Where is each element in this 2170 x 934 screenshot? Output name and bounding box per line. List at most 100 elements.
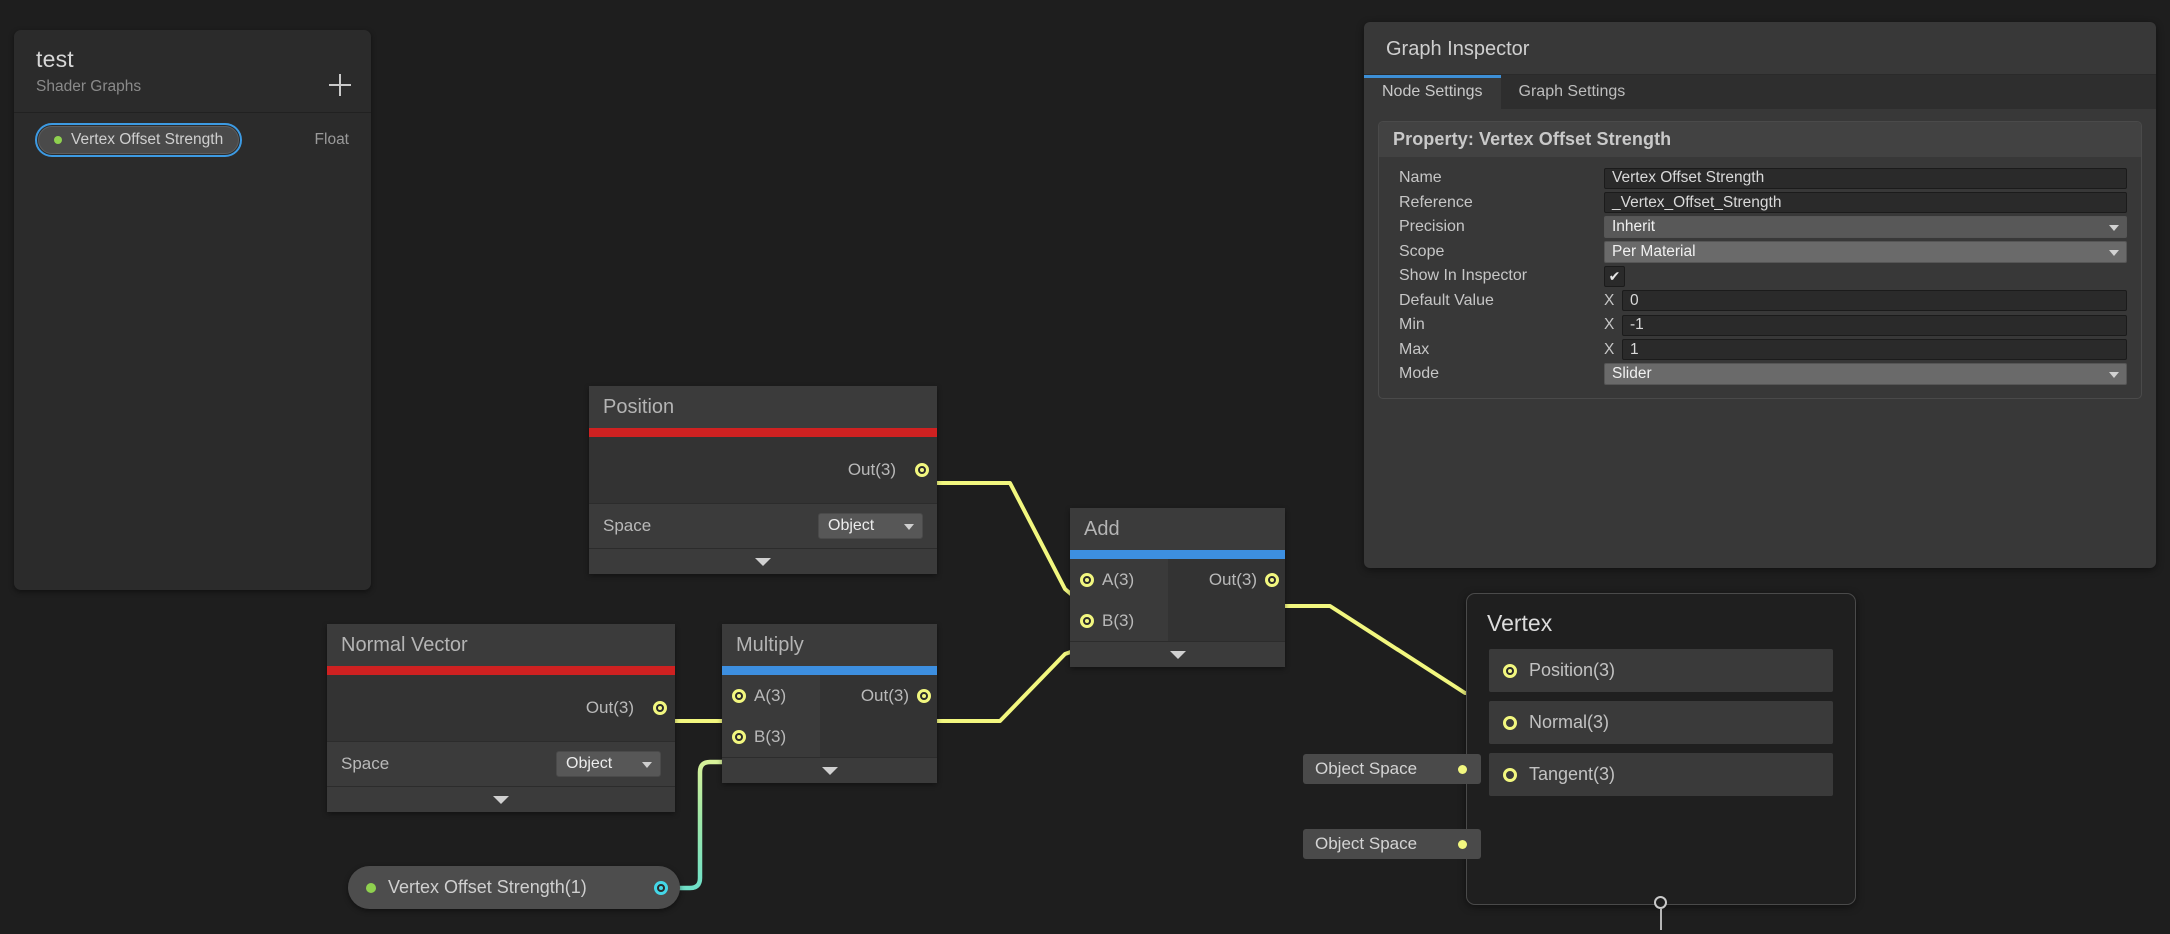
show-in-inspector-checkbox[interactable]: ✔ bbox=[1604, 265, 1625, 287]
node-position-out-port[interactable] bbox=[915, 463, 929, 477]
field-precision-dropdown[interactable]: Inherit bbox=[1604, 216, 2127, 239]
node-vertex[interactable]: Vertex Position(3) Normal(3) Tangent(3) bbox=[1466, 593, 1856, 930]
node-position-output-row: Out(3) bbox=[589, 437, 937, 503]
field-reference-label: Reference bbox=[1399, 193, 1473, 211]
node-add-title: Add bbox=[1070, 508, 1285, 550]
field-default-value: Default Value X 0 bbox=[1379, 289, 2141, 314]
field-scope-label: Scope bbox=[1399, 242, 1445, 260]
node-multiply-out-port[interactable] bbox=[917, 688, 931, 703]
tab-node-settings[interactable]: Node Settings bbox=[1364, 75, 1501, 109]
blackboard-property-pill[interactable]: Vertex Offset Strength bbox=[34, 123, 243, 157]
graph-inspector-tabs[interactable]: Node Settings Graph Settings bbox=[1364, 74, 2156, 109]
vertex-normal-port[interactable] bbox=[1503, 715, 1517, 730]
resize-handle-stem bbox=[1660, 908, 1662, 930]
node-add-in-a-port[interactable] bbox=[1080, 572, 1094, 587]
node-add-in-a-label: A(3) bbox=[1102, 569, 1135, 589]
node-multiply-title: Multiply bbox=[722, 624, 937, 666]
field-show-in-inspector: Show In Inspector ✔ bbox=[1379, 264, 2141, 289]
property-type-dot-icon bbox=[54, 136, 62, 144]
node-multiply-accent bbox=[722, 666, 937, 675]
vertex-tangent-space-label: Object Space bbox=[1315, 834, 1418, 853]
node-position-space-dropdown[interactable]: Object bbox=[818, 513, 923, 539]
vertex-tangent-port[interactable] bbox=[1503, 767, 1517, 782]
node-multiply-collapse[interactable] bbox=[722, 757, 937, 783]
chevron-down-icon bbox=[2109, 372, 2119, 379]
graph-inspector-title: Graph Inspector bbox=[1386, 38, 1530, 60]
blackboard-property-name: Vertex Offset Strength bbox=[71, 131, 224, 148]
node-add[interactable]: Add A(3) B(3) Out(3) bbox=[1070, 508, 1285, 667]
node-add-out-port[interactable] bbox=[1265, 572, 1279, 587]
node-position-title: Position bbox=[589, 386, 937, 428]
node-multiply[interactable]: Multiply A(3) B(3) Out(3) bbox=[722, 624, 937, 783]
node-position-space-label: Space bbox=[603, 516, 652, 535]
node-property-vertex-offset-strength[interactable]: Vertex Offset Strength(1) bbox=[348, 866, 680, 909]
node-multiply-in-a-row: A(3) bbox=[722, 675, 820, 716]
field-name-label: Name bbox=[1399, 169, 1442, 187]
field-default-value-axis: X bbox=[1604, 291, 1615, 309]
add-property-button[interactable] bbox=[329, 74, 351, 96]
space-dot-icon bbox=[1458, 764, 1467, 774]
node-add-collapse[interactable] bbox=[1070, 641, 1285, 667]
node-position-accent bbox=[589, 428, 937, 437]
node-vertex-title: Vertex bbox=[1487, 610, 1553, 636]
node-position-space-row: Space Object bbox=[589, 503, 937, 548]
vertex-normal-space-pill[interactable]: Object Space bbox=[1303, 754, 1481, 784]
vertex-node-resize-handle[interactable] bbox=[1652, 896, 1670, 930]
node-multiply-in-a-port[interactable] bbox=[732, 688, 746, 703]
field-precision-label: Precision bbox=[1399, 218, 1465, 236]
field-default-value-input[interactable]: 0 bbox=[1622, 290, 2127, 312]
blackboard-property-list: Vertex Offset Strength Float bbox=[14, 113, 371, 590]
vertex-position-label: Position(3) bbox=[1529, 660, 1616, 680]
field-mode-dropdown[interactable]: Slider bbox=[1604, 363, 2127, 386]
node-multiply-inputs: A(3) B(3) bbox=[722, 675, 820, 757]
node-normal-vector-out-port[interactable] bbox=[653, 701, 667, 715]
field-precision: Precision Inherit bbox=[1379, 215, 2141, 240]
field-show-in-inspector-label: Show In Inspector bbox=[1399, 267, 1528, 285]
field-name: Name Vertex Offset Strength bbox=[1379, 166, 2141, 191]
node-normal-vector-title: Normal Vector bbox=[327, 624, 675, 666]
property-settings-card: Property: Vertex Offset Strength Name Ve… bbox=[1378, 121, 2142, 399]
chevron-down-icon bbox=[904, 524, 914, 530]
graph-inspector-panel[interactable]: Graph Inspector Node Settings Graph Sett… bbox=[1364, 22, 2156, 568]
node-position[interactable]: Position Out(3) Space Object bbox=[589, 386, 937, 574]
field-reference-input[interactable]: _Vertex_Offset_Strength bbox=[1604, 192, 2127, 214]
vertex-slot-tangent[interactable]: Tangent(3) bbox=[1489, 753, 1833, 796]
field-name-input[interactable]: Vertex Offset Strength bbox=[1604, 167, 2127, 189]
tab-graph-settings[interactable]: Graph Settings bbox=[1500, 75, 1644, 109]
field-mode: Mode Slider bbox=[1379, 362, 2141, 387]
node-normal-vector-accent bbox=[327, 666, 675, 675]
property-node-out-port[interactable] bbox=[654, 880, 668, 895]
node-multiply-in-b-row: B(3) bbox=[722, 716, 820, 757]
vertex-tangent-space-pill[interactable]: Object Space bbox=[1303, 829, 1481, 859]
vertex-tangent-label: Tangent(3) bbox=[1529, 764, 1616, 784]
vertex-position-port[interactable] bbox=[1503, 663, 1517, 678]
blackboard-property-row[interactable]: Vertex Offset Strength Float bbox=[14, 123, 371, 157]
node-multiply-in-a-label: A(3) bbox=[754, 685, 787, 705]
node-multiply-in-b-port[interactable] bbox=[732, 729, 746, 744]
chevron-down-icon bbox=[755, 557, 771, 566]
node-add-in-b-label: B(3) bbox=[1102, 610, 1135, 630]
node-normal-vector-output-row: Out(3) bbox=[327, 675, 675, 741]
node-add-in-b-port[interactable] bbox=[1080, 613, 1094, 628]
node-normal-vector[interactable]: Normal Vector Out(3) Space Object bbox=[327, 624, 675, 812]
node-normal-vector-collapse[interactable] bbox=[327, 786, 675, 812]
node-add-accent bbox=[1070, 550, 1285, 559]
node-multiply-out-spacer bbox=[820, 716, 937, 757]
field-max-axis: X bbox=[1604, 340, 1615, 358]
node-normal-vector-space-label: Space bbox=[341, 754, 390, 773]
field-precision-value: Inherit bbox=[1612, 218, 1656, 236]
field-scope-dropdown[interactable]: Per Material bbox=[1604, 240, 2127, 263]
field-mode-value: Slider bbox=[1612, 365, 1652, 383]
vertex-slot-normal[interactable]: Normal(3) bbox=[1489, 701, 1833, 744]
node-normal-vector-space-dropdown[interactable]: Object bbox=[556, 751, 661, 777]
field-mode-label: Mode bbox=[1399, 365, 1440, 383]
vertex-slot-position[interactable]: Position(3) bbox=[1489, 649, 1833, 692]
space-dot-icon bbox=[1458, 839, 1467, 849]
field-min-input[interactable]: -1 bbox=[1622, 314, 2127, 336]
field-max-input[interactable]: 1 bbox=[1622, 339, 2127, 361]
vertex-normal-label: Normal(3) bbox=[1529, 712, 1610, 732]
node-multiply-out-row: Out(3) bbox=[820, 675, 937, 716]
node-position-collapse[interactable] bbox=[589, 548, 937, 574]
blackboard-panel[interactable]: test Shader Graphs Vertex Offset Strengt… bbox=[14, 30, 371, 590]
